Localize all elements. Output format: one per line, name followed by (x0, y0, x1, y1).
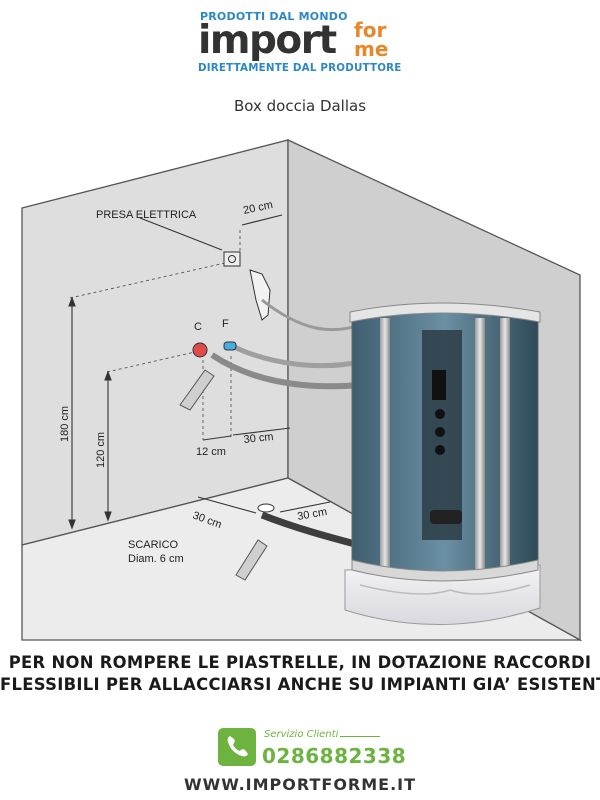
hot-tap-icon (223, 341, 237, 351)
height-taps-label: 120 cm (95, 432, 107, 468)
logo-tagline-top: PRODOTTI DAL MONDO (200, 10, 348, 23)
phone-icon (218, 728, 256, 766)
plug-icon (249, 269, 271, 321)
logo-tagline-bottom: DIRETTAMENTE DAL PRODUTTORE (198, 62, 402, 74)
website-link[interactable]: WWW.IMPORTFORME.IT (183, 775, 417, 794)
left-wall (21, 139, 289, 546)
service-divider (340, 736, 380, 737)
cold-label: C (194, 321, 202, 333)
notice-line-2: FLESSIBILI PER ALLACCIARSI ANCHE SU IMPI… (0, 675, 600, 694)
phone-number[interactable]: 0286882338 (262, 744, 407, 768)
shower-box (344, 302, 541, 625)
tap-gap-label: 12 cm (196, 446, 226, 458)
installation-diagram: PRESA ELETTRICA 20 cm C F 180 cm 120 cm … (21, 138, 583, 642)
service-label: Servizio Clienti (264, 729, 339, 740)
drain-right-label: 30 cm (296, 506, 328, 523)
logo-brand-for: for (354, 18, 387, 42)
wrench-icon (235, 539, 268, 581)
height-total-label: 180 cm (59, 406, 71, 442)
tap-to-box-label: 30 cm (243, 431, 274, 446)
cold-tap-icon (192, 342, 208, 358)
notice-line-1: PER NON ROMPERE LE PIASTRELLE, IN DOTAZI… (8, 653, 592, 672)
logo-brand-me: me (354, 37, 389, 61)
drain-icon (257, 503, 275, 513)
wrench-icon (179, 369, 215, 411)
logo-brand-main: import (198, 18, 337, 63)
drain-diam-label: Diam. 6 cm (128, 553, 184, 565)
socket-icon (223, 251, 241, 267)
presa-label: PRESA ELETTRICA (96, 209, 197, 221)
drain-label: SCARICO (128, 539, 179, 551)
page-title: Box doccia Dallas (233, 97, 367, 115)
brand-logo: PRODOTTI DAL MONDO import for me DIRETTA… (198, 10, 401, 74)
contact-block: Servizio Clienti 0286882338 (218, 728, 406, 770)
hot-label: F (222, 318, 229, 330)
